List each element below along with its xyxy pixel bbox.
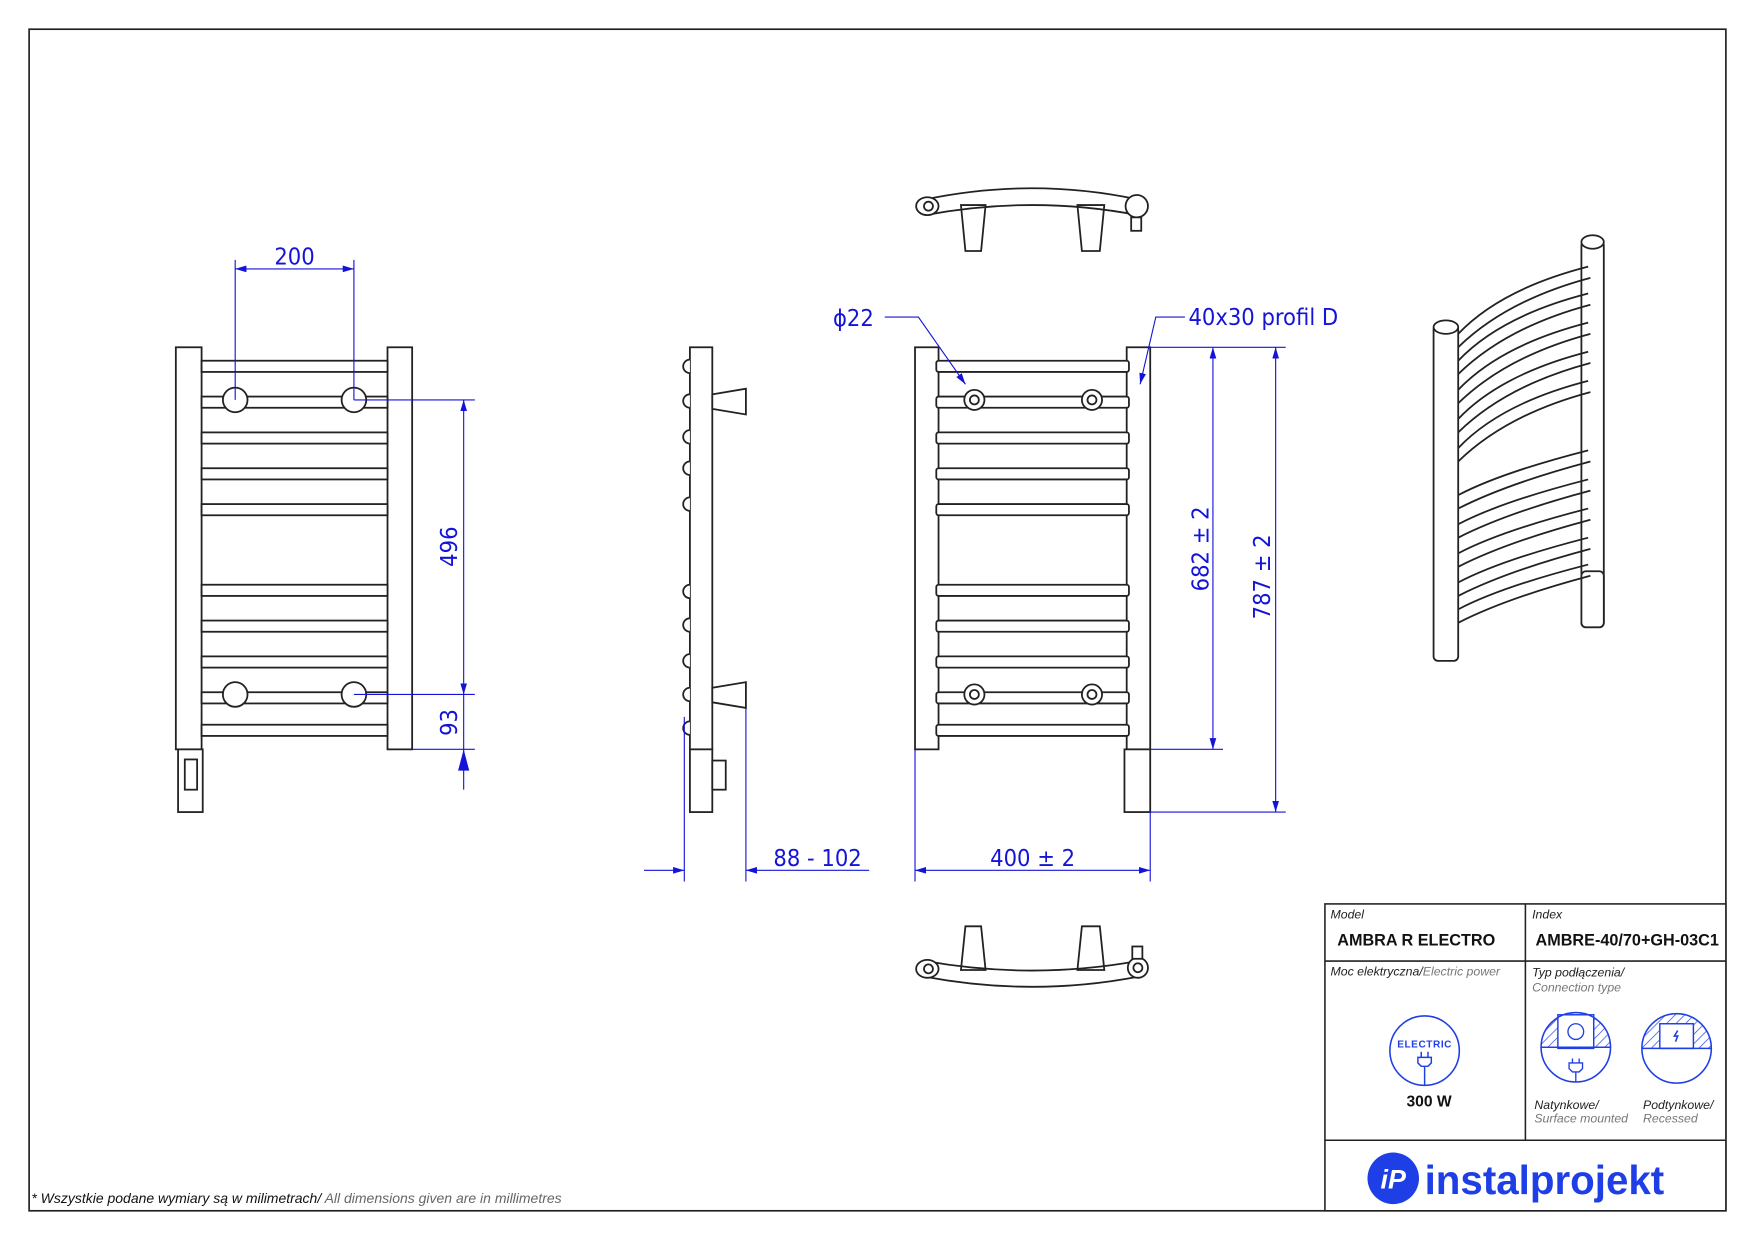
footnote-pl: * Wszystkie podane wymiary są w milimetr… — [31, 1190, 323, 1206]
dim-label-width: 400 ± 2 — [990, 844, 1075, 872]
model-label: Model — [1331, 907, 1366, 921]
perspective-tube — [1457, 321, 1589, 391]
recessed-label-pl: Podtynkowe/ — [1643, 1098, 1715, 1112]
power-value: 300 W — [1406, 1094, 1451, 1111]
tube-bar — [200, 583, 389, 597]
tube-bar — [200, 395, 389, 409]
dimension-wall-distance: 88 - 102 — [643, 707, 870, 882]
tube-bar — [200, 655, 389, 669]
perspective-tube — [1457, 265, 1589, 335]
surface-label-en: Surface mounted — [1534, 1111, 1629, 1125]
perspective-tube — [1457, 449, 1589, 496]
tube-end — [682, 653, 691, 669]
tube-bar — [935, 655, 1130, 669]
perspective-tube — [1457, 391, 1591, 463]
power-label-en: Electric power — [1423, 965, 1501, 979]
tube-bar — [935, 583, 1130, 597]
tube-bar — [200, 467, 389, 481]
perspective-tube — [1457, 574, 1591, 624]
mount-ring-inner — [1086, 394, 1098, 406]
front-view-rear — [174, 346, 414, 813]
footnote: * Wszystkie podane wymiary są w milimetr… — [31, 1190, 561, 1206]
electric-icon: ELECTRIC — [1389, 1015, 1461, 1087]
dim-label-height-profile: 682 ± 2 — [1186, 506, 1214, 591]
tube-bar — [935, 467, 1130, 481]
tube-end — [682, 358, 691, 374]
electric-badge-text: ELECTRIC — [1397, 1039, 1452, 1050]
tube-bar — [935, 619, 1130, 633]
index-label: Index — [1532, 907, 1563, 921]
tube-bar — [935, 359, 1130, 373]
tube-end — [682, 393, 691, 409]
perspective-tube — [1457, 380, 1589, 449]
tube-bar — [200, 431, 389, 445]
title-block: Model AMBRA R ELECTRO Index AMBRE-40/70+… — [1324, 903, 1727, 1212]
tube-end — [682, 460, 691, 476]
logo-text: instalprojekt — [1425, 1158, 1665, 1203]
bottom-view — [915, 925, 1149, 988]
perspective-tube — [1457, 507, 1589, 555]
recessed-label-en: Recessed — [1643, 1111, 1699, 1125]
perspective-view — [1432, 234, 1605, 662]
side-view — [682, 346, 747, 813]
tube-end — [682, 583, 691, 600]
perspective-tube — [1457, 332, 1591, 404]
tube-bar — [935, 503, 1130, 517]
instalprojekt-logo: iP instalprojekt — [1367, 1152, 1665, 1205]
dim-label-height-total: 787 ± 2 — [1248, 534, 1276, 619]
dim-label-wall-distance: 88 - 102 — [773, 844, 861, 872]
tube-bar — [200, 619, 389, 633]
sheet-border — [28, 28, 1727, 1212]
tube-end — [682, 429, 691, 445]
perspective-tube — [1457, 478, 1589, 526]
perspective-tube — [1457, 536, 1589, 584]
tube-bar — [200, 359, 389, 373]
dimensions-center: 400 ± 2 682 ± 2 787 ± 2 ϕ22 40x30 profil… — [833, 303, 1338, 882]
dim-label-200: 200 — [274, 242, 314, 270]
perspective-tube — [1457, 460, 1591, 510]
connection-label-pl: Typ podłączenia/ — [1532, 966, 1626, 980]
top-view — [915, 187, 1149, 252]
perspective-tube — [1457, 292, 1589, 362]
dim-label-tube-diameter: ϕ22 — [833, 304, 874, 332]
index-value: AMBRE-40/70+GH-03C1 — [1535, 931, 1718, 949]
perspective-tube — [1457, 303, 1591, 375]
tube-bar — [935, 431, 1130, 445]
power-label-pl: Moc elektryczna/ — [1331, 965, 1425, 979]
dimension-496-93: 496 93 — [353, 399, 475, 790]
dim-label-496: 496 — [435, 526, 463, 566]
perspective-tube — [1457, 489, 1591, 539]
footnote-en: All dimensions given are in millimetres — [321, 1190, 561, 1206]
dimension-200: 200 — [234, 242, 355, 400]
dim-label-93: 93 — [435, 709, 463, 736]
perspective-tube — [1457, 518, 1591, 568]
connection-label-en: Connection type — [1532, 980, 1621, 994]
perspective-tube — [1457, 362, 1591, 434]
tube-end — [682, 617, 691, 633]
logo-mark: iP — [1381, 1164, 1406, 1194]
tube-bar — [200, 691, 389, 705]
tube-end — [682, 496, 691, 512]
perspective-tube — [1457, 350, 1589, 420]
perspective-tube — [1457, 548, 1591, 597]
front-view — [914, 346, 1152, 813]
mount-ring-inner — [1086, 689, 1098, 700]
surface-label-pl: Natynkowe/ — [1534, 1098, 1600, 1112]
tube-bar — [200, 723, 389, 737]
perspective-tube — [1457, 563, 1589, 611]
mount-ring-inner — [969, 689, 980, 700]
tube-bar — [200, 503, 389, 517]
mount-ring-inner — [969, 394, 980, 406]
perspective-tube — [1457, 276, 1591, 348]
svg-text:Moc elektryczna/Electric power: Moc elektryczna/Electric power — [1331, 965, 1501, 979]
tube-end — [682, 686, 691, 703]
dim-label-profile: 40x30 profil D — [1188, 303, 1338, 331]
model-value: AMBRA R ELECTRO — [1337, 931, 1495, 949]
tube-bar — [935, 723, 1130, 737]
